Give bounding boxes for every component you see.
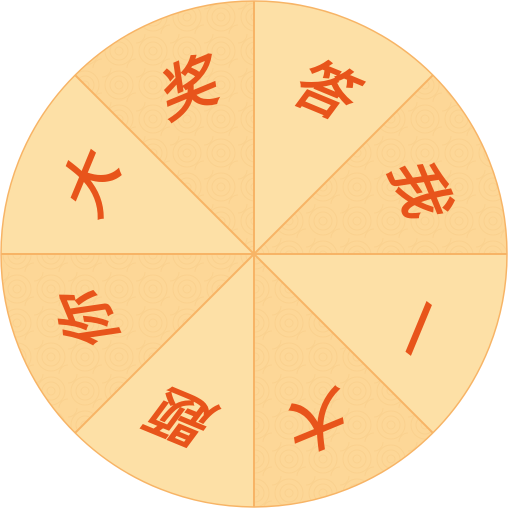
wheel-divider-3 bbox=[253, 253, 434, 434]
wheel-segment-6 bbox=[1, 75, 254, 254]
wheel-segment-pattern-7 bbox=[75, 1, 254, 254]
wheel-segment-pattern-1 bbox=[254, 75, 507, 254]
wheel-segment-0 bbox=[254, 1, 433, 254]
wheel-segment-2 bbox=[254, 254, 507, 433]
wheel-segment-4 bbox=[75, 254, 254, 507]
wheel-divider-7 bbox=[74, 74, 255, 255]
wheel-segment-pattern-3 bbox=[254, 254, 433, 507]
wheel-divider-5 bbox=[74, 253, 255, 434]
wheel-divider-1 bbox=[253, 74, 434, 255]
wheel-segment-pattern-5 bbox=[1, 254, 254, 433]
